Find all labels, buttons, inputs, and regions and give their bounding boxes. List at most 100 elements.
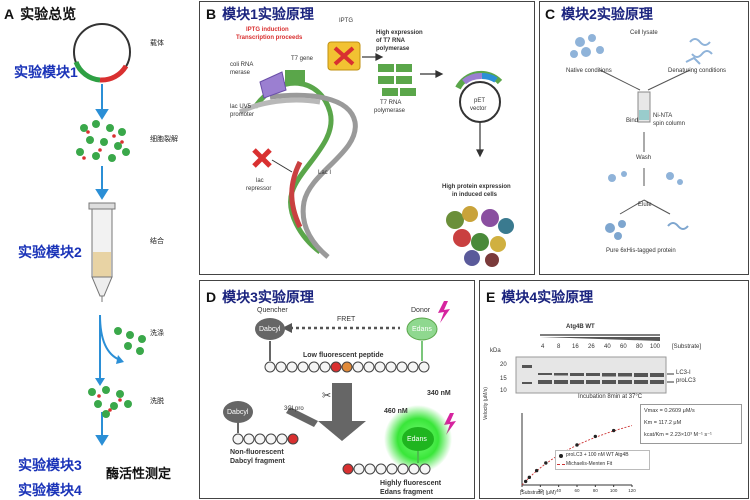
lac-uv5-label: lac UV5 — [230, 104, 252, 110]
panel-d-title: D 模块3实验原理 — [206, 287, 314, 307]
nonfluorescent-label-1: Non-fluorescent — [230, 449, 284, 456]
dabcyl-top-icon — [255, 318, 285, 361]
wavelength-340-label: 340 nM — [427, 390, 451, 397]
lane-label-5: 60 — [620, 344, 627, 350]
data-point — [593, 434, 598, 439]
x-tick-label: 0 — [521, 488, 524, 493]
step-wash-label: 洗涤 — [150, 330, 164, 337]
elute-label: Elute — [638, 202, 652, 208]
panel-a-title: A 实验总览 — [4, 4, 76, 24]
lane-label-0: 4 — [541, 344, 545, 350]
step-vector-label: 载体 — [150, 40, 164, 47]
gel-drawing — [515, 334, 674, 394]
data-point — [523, 479, 528, 484]
nonfluorescent-label-2: Dabcyl fragment — [230, 458, 285, 465]
panel-b-title-text: 模块1实验原理 — [222, 6, 314, 22]
denatured-lysate-icon — [685, 38, 713, 65]
spin-column-icon — [88, 202, 116, 302]
panel-c-drawing — [570, 34, 713, 240]
wash-arrow — [99, 314, 121, 380]
pure-protein-label: Pure 6xHis-tagged protein — [606, 248, 676, 254]
dna-helix-icon — [238, 80, 358, 259]
lane-label-2: 16 — [572, 344, 579, 350]
cell-lysate-label: Cell lysate — [630, 30, 658, 36]
elute-cells-icon — [88, 386, 132, 418]
coli-rna-polymerase-icon — [259, 71, 287, 99]
legend-label-1: proLC3 + 100 nM WT Atg4B — [566, 452, 629, 458]
legend-marker-points — [559, 454, 563, 458]
chart-ylabel: Velocity (μM/s) — [483, 387, 489, 420]
incubation-label: Incubation 8min at 37°C — [578, 394, 643, 400]
step-elute-label: 洗脱 — [150, 398, 164, 405]
spin-column-c-icon — [637, 91, 651, 123]
panel-b-drawing — [238, 41, 514, 267]
prolc3-label: proLC3 — [676, 378, 696, 384]
high-expression-label-3: polymerase — [376, 46, 410, 52]
data-point — [544, 461, 548, 465]
lysate-cells-icon — [76, 120, 130, 162]
lane-label-4: 40 — [604, 344, 611, 350]
legend-label-2: Michaelis-Menten Fit — [566, 461, 613, 467]
lightning-icon-top — [438, 301, 450, 323]
bind-label: Bind — [626, 118, 639, 124]
module2-label: 实验模块2 — [18, 244, 82, 260]
enzyme-label: 3CLpro — [284, 406, 304, 412]
lane-label-1: 8 — [557, 344, 561, 350]
denaturing-conditions-label: Denaturing conditions — [668, 68, 727, 74]
quencher-label: Quencher — [257, 307, 288, 314]
panel-a-letter: A — [4, 6, 15, 22]
lac-i-label: Lac I — [318, 170, 332, 176]
highly-fluorescent-fragment-chain — [342, 463, 431, 475]
step-lysis-label: 细胞裂解 — [150, 136, 178, 143]
donor-label: Donor — [411, 307, 431, 314]
data-point — [611, 428, 616, 433]
promoter-label: promoter — [230, 112, 255, 118]
kcat-label: kcat/Km = 2.23×10³ M⁻¹ s⁻¹ — [644, 432, 712, 438]
coli-rna-label: coli RNA — [230, 62, 254, 68]
highly-fluorescent-label-1: Highly fluorescent — [380, 480, 442, 487]
low-fluorescent-peptide-chain — [264, 361, 430, 373]
iptg-induction-label: IPTG induction — [246, 27, 289, 33]
coli-polymerase-label: merase — [230, 70, 251, 76]
t7-gene-label: T7 gene — [291, 56, 314, 62]
low-fluorescent-label: Low fluorescent peptide — [303, 352, 384, 359]
t7-rna-label-1: T7 RNA — [380, 100, 402, 106]
panel-c-flow-lines — [599, 69, 691, 215]
kinetic-params-box: Vmax = 0.2609 μM/s Km = 117.2 μM kcat/Km… — [640, 404, 742, 444]
panel-a-drawing — [73, 23, 146, 446]
svg-text:✂: ✂ — [322, 390, 331, 402]
panel-d-title-text: 模块3实验原理 — [222, 289, 314, 305]
nonfluorescent-fragment-chain — [232, 433, 299, 445]
panel-e-title-text: 模块4实验原理 — [501, 289, 594, 305]
flow-arrows — [95, 84, 109, 446]
wash-label: Wash — [636, 155, 652, 161]
lane-label-3: 26 — [588, 344, 595, 350]
vmax-label: Vmax = 0.2609 μM/s — [644, 408, 695, 414]
pet-label-1: pET — [474, 98, 486, 104]
enzyme-assay-label: 酶活性测定 — [106, 466, 172, 481]
module1-label: 实验模块1 — [14, 64, 78, 80]
wash-proteins-icon — [608, 171, 683, 185]
native-lysate-icon — [570, 34, 604, 58]
cleavage-arrow — [318, 383, 366, 441]
gel-bands — [522, 365, 664, 384]
panel-d-drawing: ✂ — [223, 301, 456, 475]
lac-label: lac — [256, 178, 264, 184]
high-protein-label-1: High protein expression — [442, 184, 511, 190]
x-tick-label: 20 — [538, 488, 544, 493]
substrate-label: [Substrate] — [672, 344, 702, 350]
dabcyl-top-label: Dabcyl — [259, 326, 281, 333]
edans-bottom-label: Edans — [407, 436, 427, 443]
panel-c-title-text: 模块2实验原理 — [561, 6, 653, 22]
t7-rna-label-2: polymerase — [374, 108, 406, 114]
panel-c-letter: C — [545, 6, 556, 22]
panel-a-title-text: 实验总览 — [20, 6, 77, 22]
mw-label-15: 15 — [500, 376, 507, 382]
pet-label-2: vector — [470, 106, 487, 112]
module4-label: 实验模块4 — [18, 482, 82, 498]
lane-label-6: 80 — [636, 344, 643, 350]
panel-d-letter: D — [206, 289, 217, 305]
